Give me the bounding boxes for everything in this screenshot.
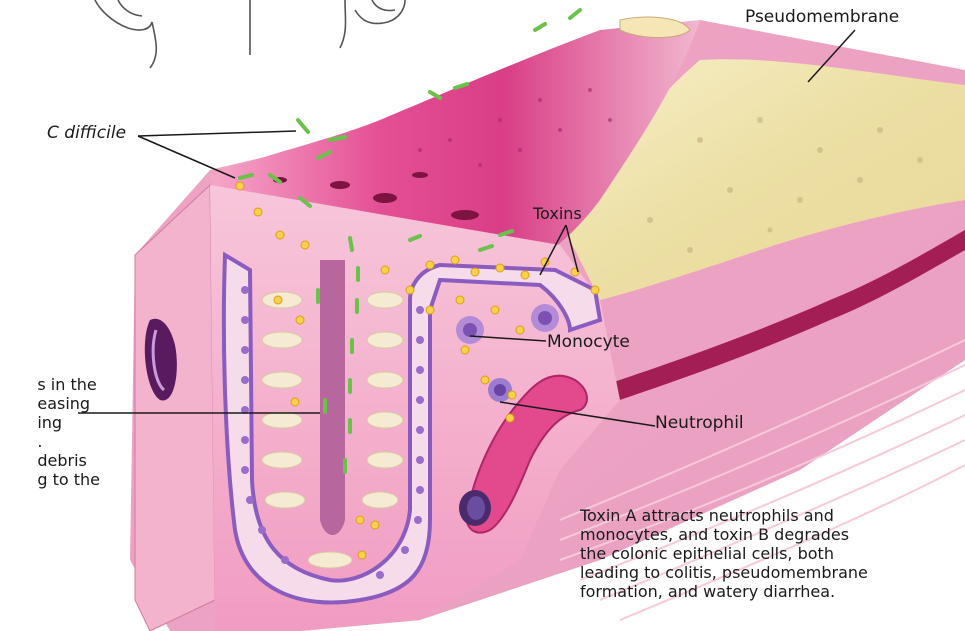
label-toxins: Toxins	[533, 204, 582, 223]
right-caption-line: the colonic epithelial cells, both	[580, 544, 868, 563]
left-caption-line: s in the	[37, 375, 100, 394]
lamina-propria-column	[320, 260, 345, 535]
label-pseudomembrane: Pseudomembrane	[745, 8, 899, 27]
left-tissue-block	[135, 185, 215, 631]
left-caption-line: g to the	[37, 470, 100, 489]
left-caption-line: ing	[37, 413, 100, 432]
label-monocyte: Monocyte	[547, 333, 630, 352]
right-caption-line: monocytes, and toxin B degrades	[580, 525, 868, 544]
left-caption-line: .	[37, 432, 100, 451]
left-caption: s in the easing ing . debris g to the	[0, 375, 102, 505]
hands-illustration	[95, 0, 405, 68]
right-caption-line: Toxin A attracts neutrophils and	[580, 506, 868, 525]
right-caption: Toxin A attracts neutrophils and monocyt…	[580, 506, 965, 616]
right-caption-line: formation, and watery diarrhea.	[580, 582, 868, 601]
left-caption-line: debris	[37, 451, 100, 470]
label-c-difficile: C difficile	[47, 124, 126, 143]
label-neutrophil: Neutrophil	[655, 414, 744, 433]
right-caption-line: leading to colitis, pseudomembrane	[580, 563, 868, 582]
left-caption-line: easing	[37, 394, 100, 413]
